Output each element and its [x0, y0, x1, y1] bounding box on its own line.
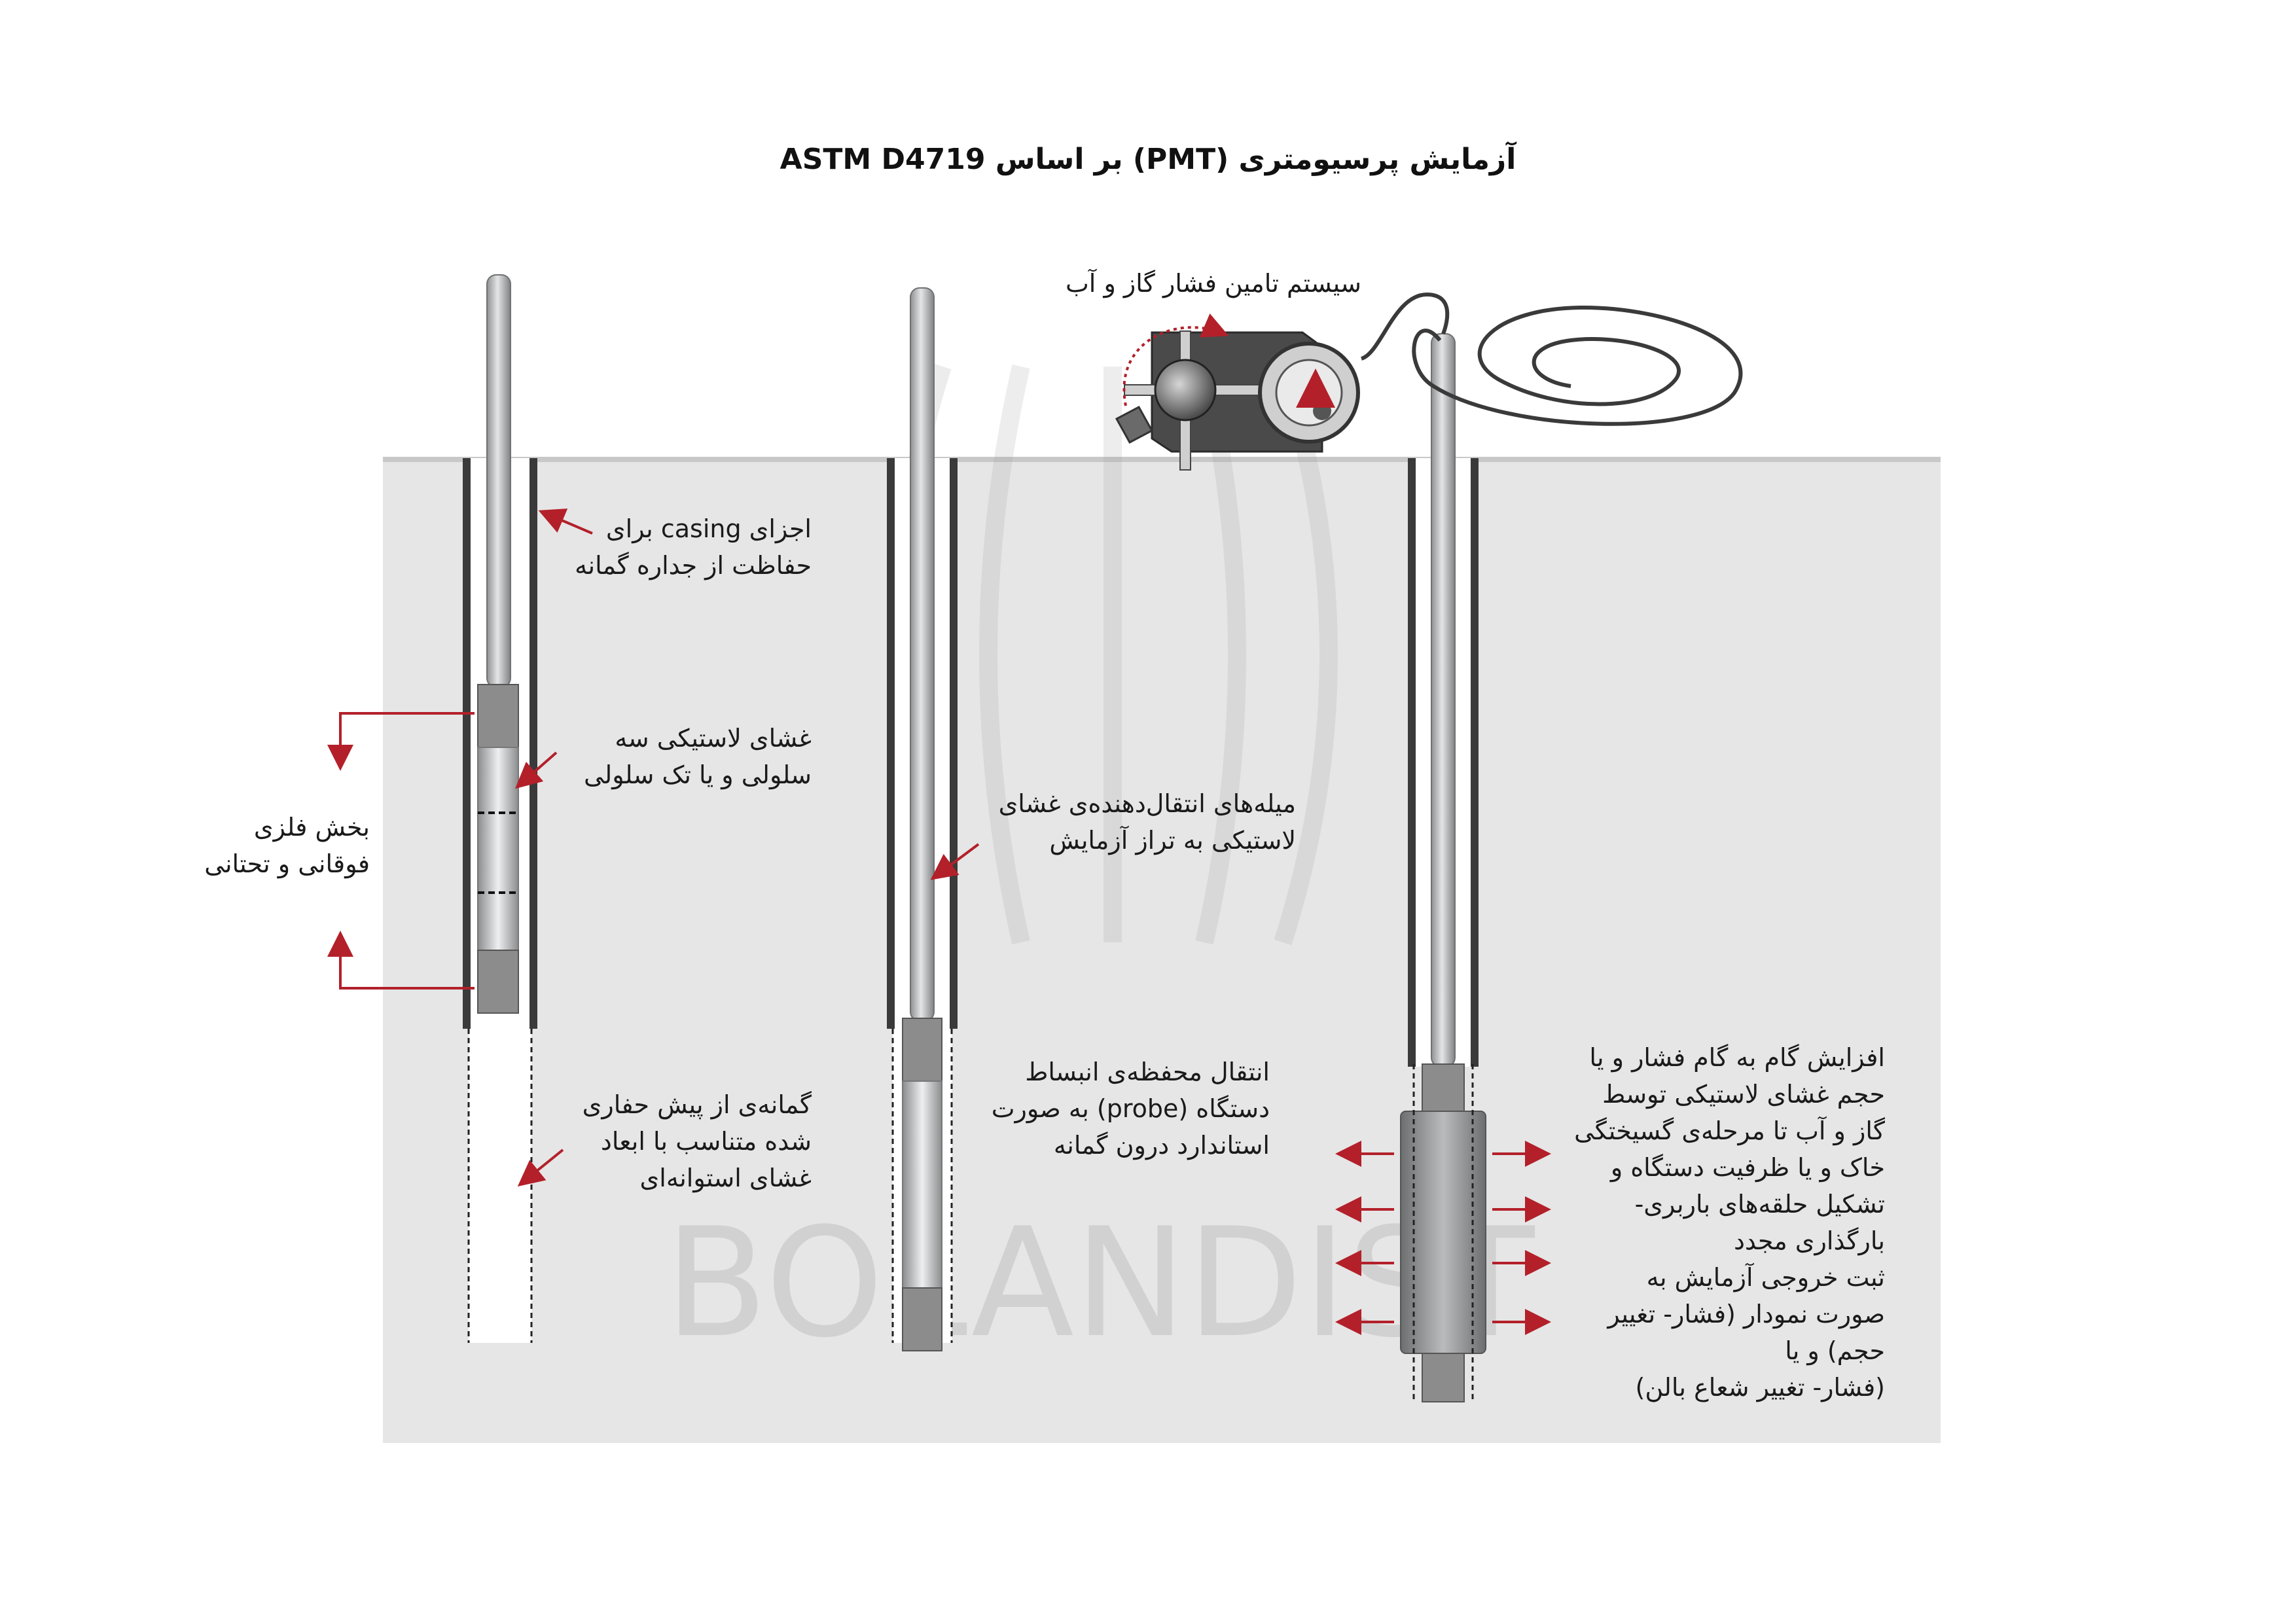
- arrow-metal-bottom: [327, 931, 475, 990]
- arrow-borehole: [517, 1149, 564, 1187]
- label-probe-transfer: انتقال محفظه‌ی انبساط دستگاه (probe) به …: [991, 1058, 1270, 1160]
- ground: [383, 458, 1941, 1443]
- pressure-gauge-inner: [1275, 359, 1343, 427]
- probe-3-bottom: [1422, 1353, 1465, 1402]
- metal-top: [477, 684, 519, 748]
- label-membrane: غشای لاستیکی سه سلولی و یا تک سلولی: [583, 724, 812, 789]
- annotation-arrows: [327, 508, 1551, 1335]
- rod-3: [1431, 333, 1456, 1067]
- borehole-2: [887, 287, 958, 1351]
- label-metal-section: بخش فلزی فوقانی و تحتانی: [204, 813, 370, 878]
- label-borehole: گمانه‌ی از پیش حفاری شده متناسب با ابعاد…: [582, 1090, 812, 1192]
- label-pressure-system: سیستم تامین فشار گاز و آب: [1066, 269, 1361, 298]
- membrane-probe: [477, 747, 519, 951]
- casing-rod: [486, 274, 511, 688]
- label-casing: اجزای casing برای حفاظت از جداره گمانه: [575, 514, 812, 580]
- device-knob: [1154, 359, 1217, 421]
- pressure-device: [1115, 313, 1360, 471]
- pressure-tube: [1360, 292, 1743, 426]
- page-title: آزمایش پرسیومتری (PMT) بر اساس ASTM D471…: [780, 143, 1516, 176]
- label-rods: میله‌های انتقال‌دهنده‌ی غشای لاستیکی به …: [998, 789, 1296, 855]
- device-nozzle: [1115, 405, 1154, 444]
- arrow-metal-top: [327, 712, 475, 771]
- borehole-3: [1400, 333, 1486, 1402]
- transfer-rod: [910, 287, 935, 1022]
- arrow-rods: [930, 843, 980, 880]
- probe-2-membrane: [902, 1080, 942, 1291]
- arrow-casing: [538, 508, 593, 535]
- gauge-hub: [1313, 402, 1331, 420]
- metal-bottom: [477, 950, 519, 1014]
- rotation-indicator: [1122, 313, 1229, 406]
- label-test-steps: افزایش گام به گام فشار و یا حجم غشای لاس…: [1574, 1043, 1885, 1402]
- probe-2-bottom: [902, 1287, 942, 1351]
- borehole-1-open-hole: [469, 1029, 531, 1343]
- probe-2-top: [902, 1018, 942, 1082]
- watermark-text: BOLANDIST: [664, 1196, 1535, 1371]
- arrow-membrane: [514, 751, 558, 789]
- probe-3-top: [1422, 1063, 1465, 1112]
